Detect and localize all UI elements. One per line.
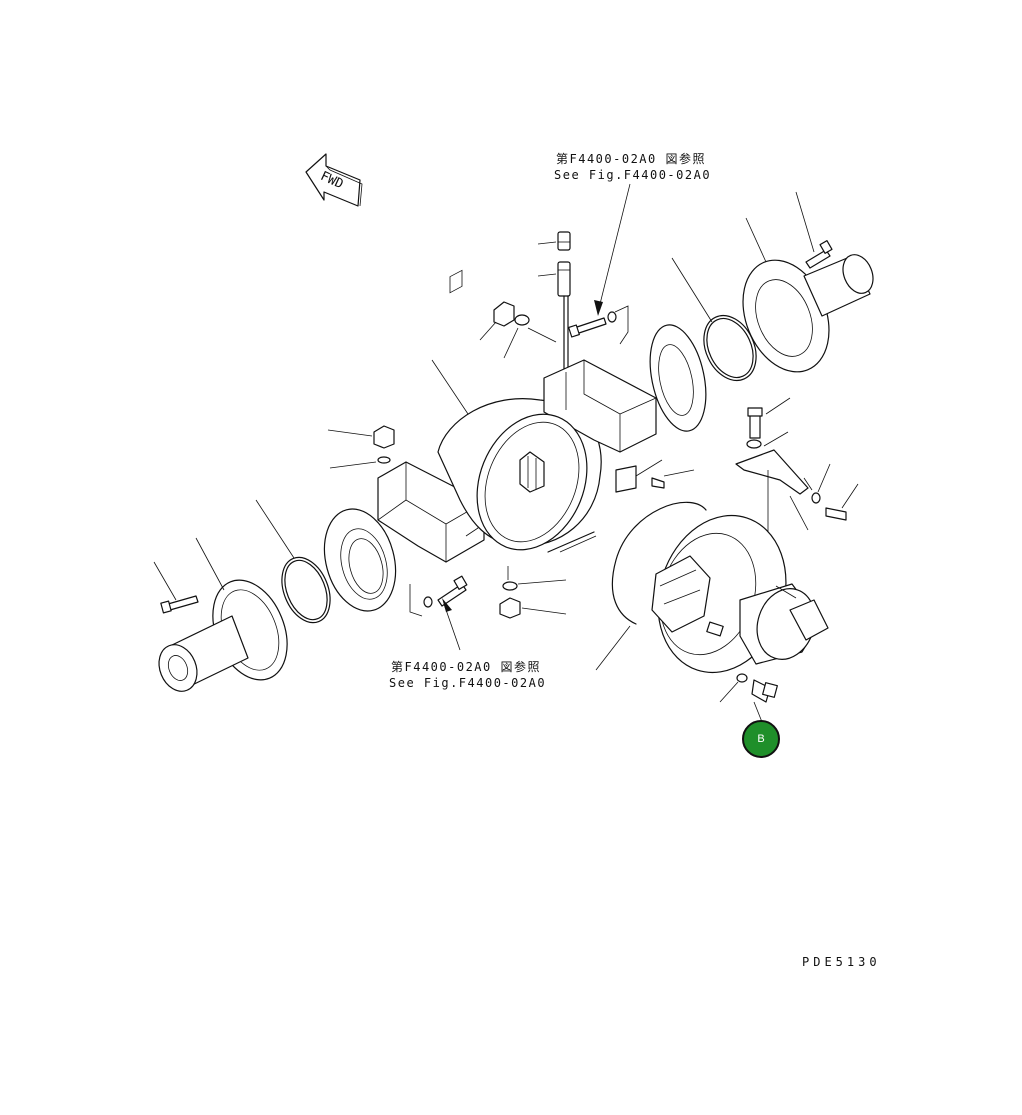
bolt-callout-b [719,673,778,723]
reference-bottom-en[interactable]: See Fig.F4400-02A0 [389,676,547,690]
callout-b-label: B [757,733,765,745]
hub-left [158,537,288,692]
reference-bottom-jp: 第F4400-02A0 図参照 [391,660,541,674]
bolt-right-hub [795,191,833,269]
bracket-bolts [735,397,859,544]
axle-housing [323,269,707,612]
left-plugs [327,425,395,469]
bolt-top-center [568,305,629,345]
plug-top-left [479,301,557,359]
reference-top-jp: 第F4400-02A0 図参照 [556,152,706,166]
fwd-arrow-icon: FWD [305,153,363,207]
callout-b-button[interactable]: B [742,720,780,758]
figure-id: PDE5130 [802,955,881,969]
o-ring-left [255,499,331,624]
bolt-left-hub [153,561,199,614]
hub-right [742,217,874,373]
bolt-bottom-center [409,575,468,651]
reference-top-en[interactable]: See Fig.F4400-02A0 [554,168,712,182]
plate-bolt [615,459,695,493]
lower-plugs [499,531,597,619]
differential-carrier [651,514,829,674]
gasket [595,501,707,671]
ref-top-leader [594,183,631,316]
